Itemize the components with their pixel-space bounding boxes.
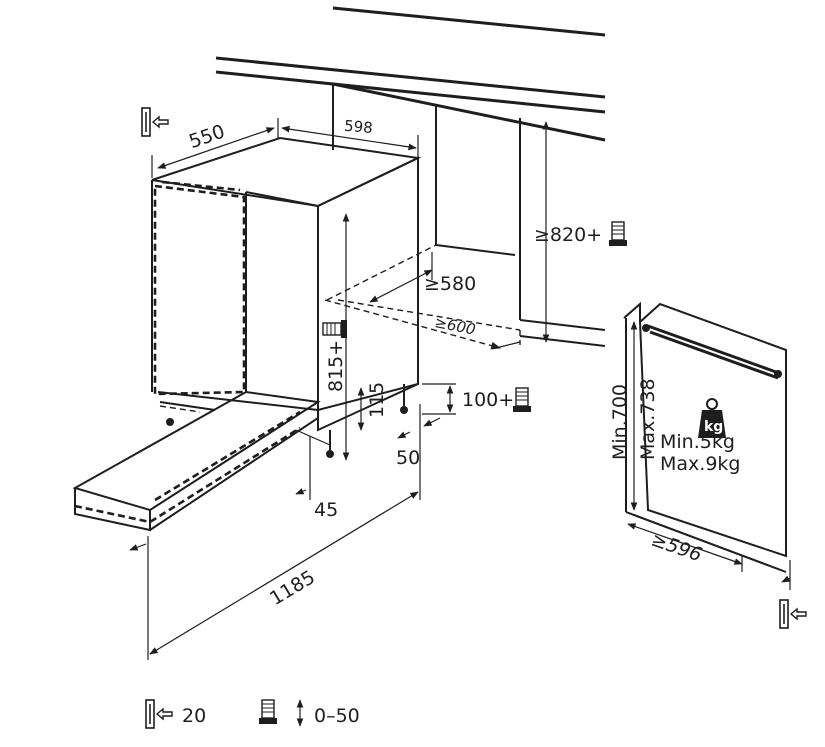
dim-depth-label: 550 — [186, 121, 227, 154]
dim-niche-width-label: ≥600 — [433, 313, 477, 339]
door-panel-min-weight: Min.5kg — [660, 431, 735, 453]
worktop — [215, 6, 606, 150]
dim-depth: 550 — [151, 118, 279, 178]
dim-width: 598 — [281, 117, 419, 158]
adjustable-foot-icon — [512, 387, 532, 413]
dim-foot-offset-label: 45 — [314, 499, 338, 521]
dim-niche-height-label: ≥820+ — [534, 224, 602, 246]
dim-niche-depth-label: ≥580 — [424, 273, 476, 295]
door-gap-icon — [779, 599, 807, 629]
door-panel-min-height: Min.700 — [609, 384, 631, 460]
dim-door-open-label: 1185 — [266, 566, 319, 610]
dim-niche-width: ≥600 — [324, 299, 521, 350]
dim-niche-depth: ≥580 — [369, 252, 476, 303]
adjustable-foot-icon — [258, 699, 278, 725]
door-panel: Min.700 Max.738 kg Min.5kg Max.9kg ≥596 — [609, 301, 791, 590]
dim-plinth-label: 100+ — [462, 389, 514, 411]
door-panel-max-height: Max.738 — [637, 378, 659, 460]
dim-plinth-depth: 50 — [396, 417, 441, 469]
door-gap-icon — [145, 699, 173, 729]
weight-icon-label: kg — [704, 419, 723, 435]
dim-width-label: 598 — [343, 117, 373, 137]
dim-foot-height-label: 115 — [366, 382, 388, 418]
open-door — [72, 390, 321, 532]
dim-plinth: 100+ — [422, 383, 532, 415]
adjustable-foot-icon — [322, 319, 348, 339]
legend-gap-value: 20 — [182, 705, 206, 727]
legend-adjust-range: 0–50 — [314, 705, 360, 727]
legend: 20 0–50 — [145, 699, 360, 729]
dim-plinth-depth-label: 50 — [396, 447, 420, 469]
door-gap-icon — [141, 107, 169, 137]
dishwasher-body — [151, 136, 422, 458]
dim-foot-offset: 45 — [295, 436, 338, 521]
dim-foot-height: 115 — [357, 382, 388, 431]
dim-niche-height: ≥820+ — [534, 121, 628, 343]
door-panel-width: ≥596 — [648, 529, 705, 567]
door-panel-max-weight: Max.9kg — [660, 453, 740, 475]
dim-appliance-height-label: 815+ — [325, 340, 347, 392]
weight-icon: kg — [698, 398, 726, 438]
adjustable-foot-icon — [608, 221, 628, 247]
dim-appliance-height: 815+ — [322, 213, 350, 461]
